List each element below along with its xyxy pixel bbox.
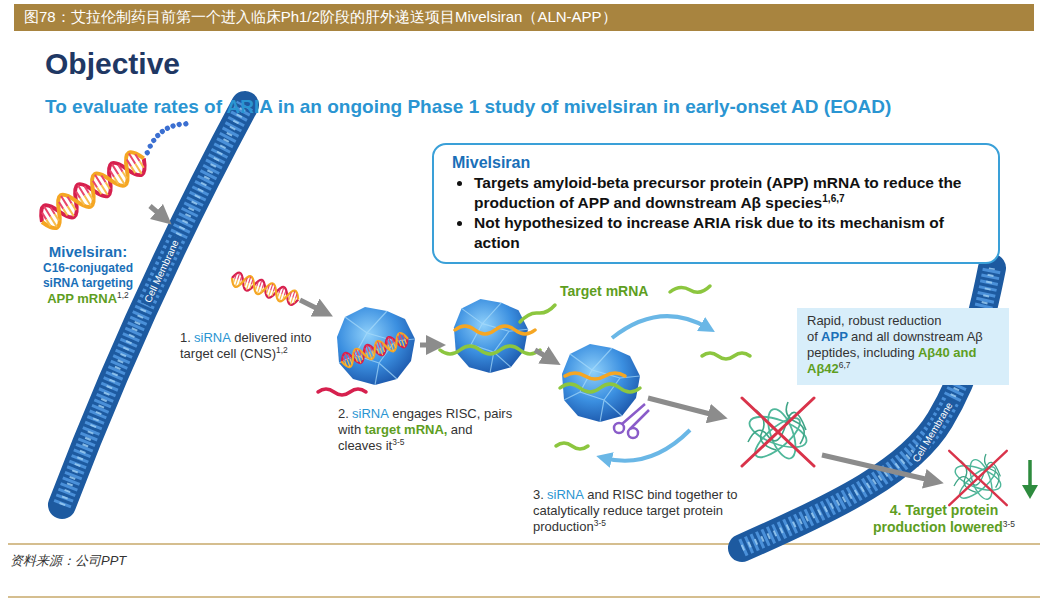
heading: Objective <box>45 47 180 81</box>
reference-number: 1,2 <box>117 290 129 300</box>
box-text: APP <box>821 329 848 344</box>
box-text: Targets amyloid-beta precursor protein (… <box>474 174 961 211</box>
label-text: siRNA <box>352 406 389 421</box>
step-text: 1.siRNAdelivered into target cell (CNS)1… <box>180 330 314 362</box>
text-block: Not hypothesized to increase ARIA risk d… <box>452 213 984 253</box>
step-text: 2.siRNAengages RISC, pairs withtarget mR… <box>338 406 514 454</box>
box-text: Mivelsiran <box>452 154 530 171</box>
reference-number: 1,2 <box>276 345 288 355</box>
risc-complex <box>337 299 640 422</box>
objective-text: To evaluate rates of ARIA in an ongoing … <box>45 96 891 118</box>
result-box: Rapid, robust reduction ofAPPand all dow… <box>797 308 1009 385</box>
text-block: Mivelsiran <box>452 152 984 173</box>
reference-number: 1,6,7 <box>822 193 844 204</box>
rna-strands <box>318 286 750 449</box>
source-text: 资料来源：公司PPT <box>10 553 126 568</box>
label-text: 4. Target protein production lowered <box>873 502 1003 535</box>
label-text: 3. <box>533 487 544 502</box>
step-text: 4. Target protein production lowered3-5 <box>860 502 1028 536</box>
drug-label: Mivelsiran:C16-conjugated siRNA targetin… <box>28 243 148 307</box>
reference-number: 3-5 <box>1003 519 1015 529</box>
sirna-in-cell <box>230 271 301 307</box>
title-bar: 图78：艾拉伦制药目前第一个进入临床Ph1/2阶段的肝外递送项目Mivelsir… <box>14 4 1034 31</box>
source-note: 资料来源：公司PPT <box>10 551 126 570</box>
mrna-label: Target mRNA <box>560 283 648 300</box>
label-text: C16-conjugated siRNA targeting <box>28 261 148 291</box>
label-text: target mRNA, <box>364 422 447 437</box>
label-text: siRNA <box>547 487 584 502</box>
reference-number: 3-5 <box>392 437 404 447</box>
label-text: siRNA <box>194 330 231 345</box>
text-block: Targets amyloid-beta precursor protein (… <box>452 173 984 213</box>
label-text: To evaluate rates of ARIA in an ongoing … <box>45 96 891 117</box>
label-text: APP mRNA <box>47 291 117 306</box>
box-text: Not hypothesized to increase ARIA risk d… <box>474 214 944 251</box>
down-arrow <box>1022 460 1038 499</box>
label-text: Target mRNA <box>560 283 648 299</box>
cycle-arrows <box>604 316 708 461</box>
text-block: Rapid, robust reduction ofAPPand all dow… <box>807 313 1001 377</box>
label-text: 1. <box>180 330 191 345</box>
page-rules <box>8 544 1040 597</box>
reference-number: 6,7 <box>839 360 851 370</box>
step-text: 3.siRNAand RISC bind together to catalyt… <box>533 487 755 535</box>
blocked-protein <box>742 398 1007 505</box>
reference-number: 3-5 <box>594 518 606 528</box>
sirna-helix <box>34 115 199 233</box>
label-text: 2. <box>338 406 349 421</box>
label-text: Objective <box>45 47 180 80</box>
label-text: Mivelsiran: <box>28 243 148 261</box>
scissors-icon <box>614 404 649 438</box>
figure-title: 图78：艾拉伦制药目前第一个进入临床Ph1/2阶段的肝外递送项目Mivelsir… <box>24 8 617 25</box>
info-box: MivelsiranTargets amyloid-beta precursor… <box>432 143 1000 264</box>
